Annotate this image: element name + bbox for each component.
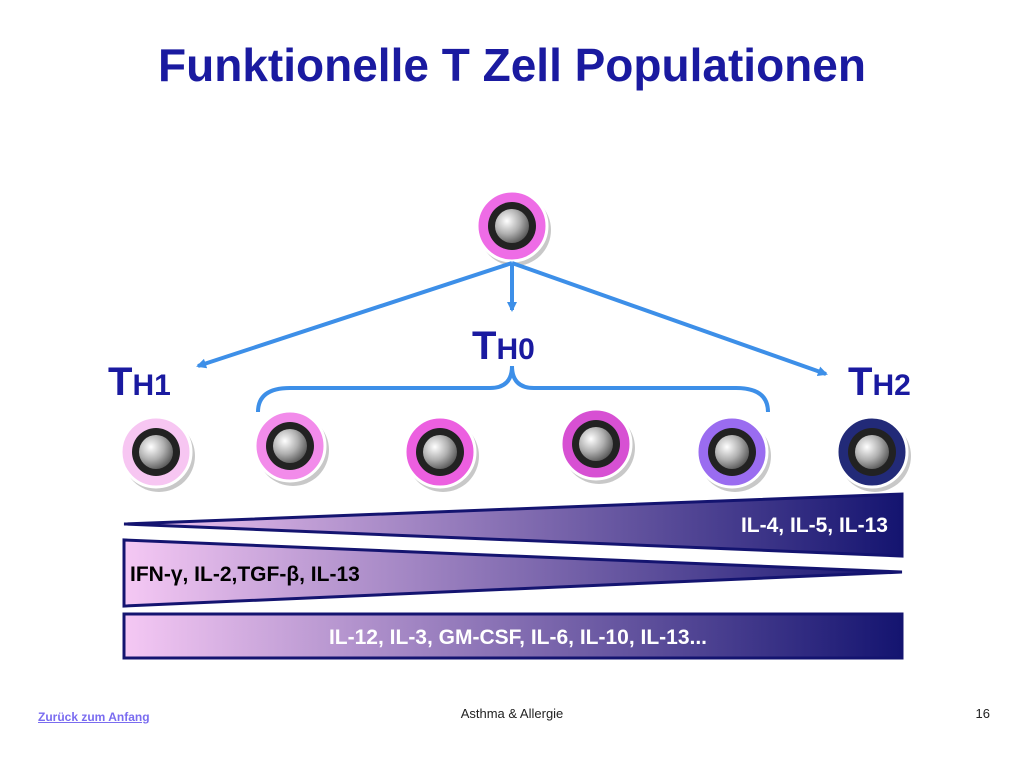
arrow-to-th2 [511,261,828,377]
cell-1-nucleus [139,435,173,469]
cell-row [119,407,911,492]
th0-brace [256,365,770,413]
cell-1 [119,415,195,492]
cell-3 [403,415,479,492]
cell-5-nucleus [715,435,749,469]
cell-3-nucleus [423,435,457,469]
cell-6-nucleus [855,435,889,469]
top-cell [475,189,551,266]
top-cell-body [475,189,551,266]
cell-4-nucleus [579,427,613,461]
cell-2 [253,409,329,486]
arrow-to-th1 [196,261,513,369]
band-common [122,612,904,660]
slide-title: Funktionelle T Zell Populationen [158,39,866,91]
cell-5 [695,415,771,492]
band-common-text: IL-12, IL-3, GM-CSF, IL-6, IL-10, IL-13.… [329,626,707,649]
label-th1: TH1 [108,360,171,404]
cell-4 [559,407,635,484]
band-th1-wedge [122,538,903,608]
footer-center: Asthma & Allergie [460,706,564,721]
back-to-start-link[interactable]: Zurück zum Anfang [38,710,150,724]
label-th2: TH2 [848,360,911,404]
band-th2-wedge [123,492,904,558]
cell-2-nucleus [273,429,307,463]
arrows [196,261,828,377]
label-th0: TH0 [472,324,535,368]
cell-6 [835,415,911,492]
band-th2-text: IL-4, IL-5, IL-13 [741,514,888,537]
page-number: 16 [975,706,990,721]
band-th1-text: IFN-γ, IL-2,TGF-β, IL-13 [130,563,360,586]
top-cell-body-nucleus [495,209,529,243]
